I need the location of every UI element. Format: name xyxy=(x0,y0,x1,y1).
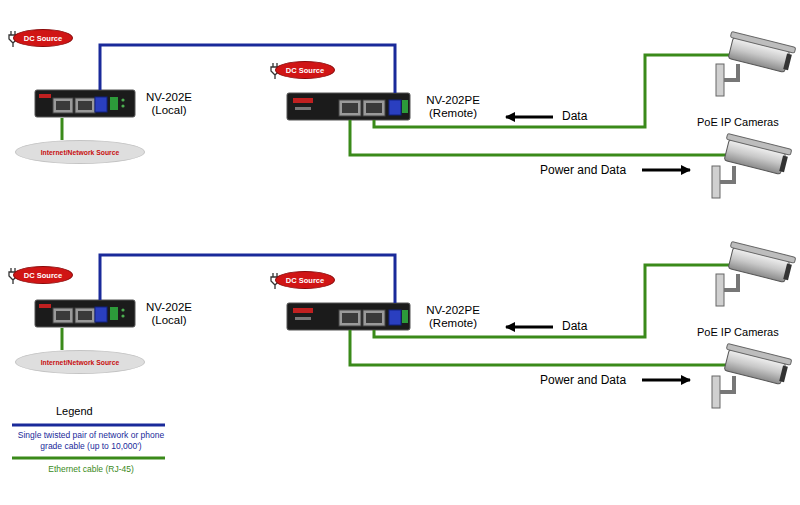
annotation-label: Data xyxy=(562,319,587,333)
cable-connector xyxy=(100,255,395,303)
annotation-label: Data xyxy=(562,109,587,123)
device-unit: NV-202PE (Remote) xyxy=(287,93,500,121)
device-unit: NV-202PE (Remote) xyxy=(287,303,500,331)
annotation-label: Power and Data xyxy=(540,163,626,177)
annotation-label: Legend xyxy=(56,405,93,417)
dc-source-badge: DC Source xyxy=(13,266,73,284)
device-unit: NV-202E (Local) xyxy=(35,300,207,328)
dc-source-badge: DC Source xyxy=(275,61,335,79)
device-name: NV-202E (Local) xyxy=(138,301,200,327)
legend-text: Ethernet cable (RJ-45) xyxy=(8,464,174,475)
source-label: DC Source xyxy=(286,276,324,285)
legend-line-sample xyxy=(12,424,165,427)
legend-text: Single twisted pair of network or phone … xyxy=(8,430,174,452)
dc-source-badge: DC Source xyxy=(13,29,73,47)
cable-connector xyxy=(61,328,64,350)
device-name: NV-202E (Local) xyxy=(138,91,200,117)
source-label: DC Source xyxy=(24,271,62,280)
cable-connector xyxy=(61,118,64,140)
dc-source-badge: DC Source xyxy=(275,271,335,289)
source-label: Internet/Network Source xyxy=(41,149,120,156)
device-unit: NV-202E (Local) xyxy=(35,90,207,118)
source-label: DC Source xyxy=(24,34,62,43)
device-name: NV-202PE (Remote) xyxy=(422,94,484,120)
annotation-label: Power and Data xyxy=(540,373,626,387)
cable-connector xyxy=(100,45,395,93)
source-label: Internet/Network Source xyxy=(41,359,120,366)
annotation-label: PoE IP Cameras xyxy=(697,326,779,338)
source-label: DC Source xyxy=(286,66,324,75)
network-source-ellipse: Internet/Network Source xyxy=(15,140,145,164)
device-name: NV-202PE (Remote) xyxy=(422,304,484,330)
network-source-ellipse: Internet/Network Source xyxy=(15,350,145,374)
annotation-label: PoE IP Cameras xyxy=(697,116,779,128)
legend-line-sample xyxy=(12,457,165,460)
